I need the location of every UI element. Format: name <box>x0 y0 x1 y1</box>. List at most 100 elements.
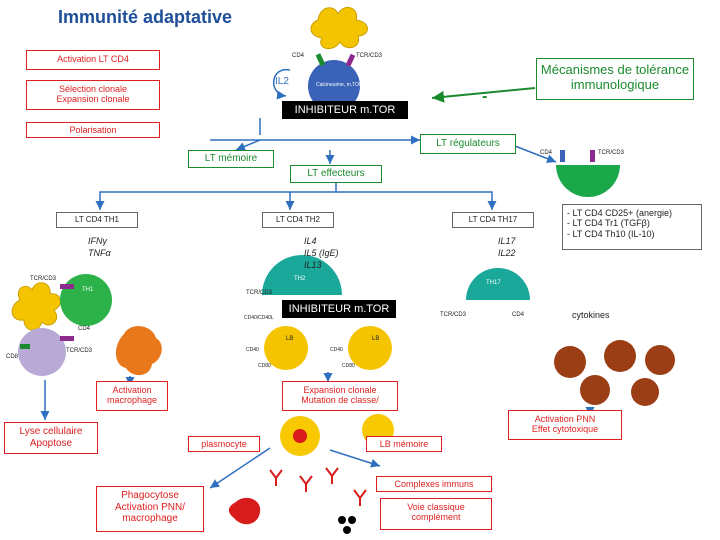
lt-effecteurs-box: LT effecteurs <box>290 165 382 183</box>
tolerance-line2: immunologique <box>570 76 660 92</box>
antibodies <box>269 467 367 506</box>
treg-line3: - LT CD4 Th10 (IL-10) <box>567 228 655 239</box>
cd40-a-label: CD40 <box>246 347 259 353</box>
lyse-line1: Lyse cellulaire <box>19 426 83 437</box>
plasmocyte-cell <box>280 416 320 456</box>
tcr-th17-label: TCR/CD3 <box>440 312 467 318</box>
tcr-top-label: TCR/CD3 <box>356 53 383 59</box>
phagocytose-box: Phagocytose Activation PNN/ macrophage <box>96 486 204 532</box>
polarisation-box: Polarisation <box>26 122 160 138</box>
treg-line1: - LT CD4 CD25+ (anergie) <box>567 208 672 218</box>
th2-cytokine-il13: IL13 <box>304 260 322 270</box>
activation-pnn-box: Activation PNN Effet cytotoxique <box>508 410 622 440</box>
tolerance-arrow <box>431 87 536 103</box>
complement-dots <box>338 516 356 534</box>
th1-label: LT CD4 TH1 <box>74 215 119 224</box>
phago-line2: Activation PNN/ <box>114 501 186 513</box>
activation-pnn-line1: Activation PNN <box>534 414 596 424</box>
phago-line1: Phagocytose <box>121 490 179 501</box>
cd40-b-label: CD40 <box>330 347 343 353</box>
treg-subtypes-box: - LT CD4 CD25+ (anergie) - LT CD4 Tr1 (T… <box>562 204 702 250</box>
minus-sign: - <box>482 88 488 105</box>
th17-label: LT CD4 TH17 <box>468 215 518 224</box>
voie-line2: complément <box>411 512 461 523</box>
complexes-label: Complexes immuns <box>394 479 474 489</box>
th2-label: LT CD4 TH2 <box>275 215 320 224</box>
lb-cell-1 <box>264 326 308 370</box>
lb2-label: LB <box>372 336 380 342</box>
lb-memoire-box: LB mémoire <box>366 436 442 452</box>
inhibiteur-mid-box: INHIBITEUR m.TOR <box>282 300 396 318</box>
lt-regulateurs-box: LT régulateurs <box>420 134 516 154</box>
top-cd4-cell <box>308 53 360 112</box>
activation-cd4-box: Activation LT CD4 <box>26 50 160 70</box>
phagocytosis-target <box>228 497 261 525</box>
th2-cytokine-il4: IL4 <box>304 236 317 246</box>
tolerance-line1: Mécanismes de tolérance <box>540 62 690 77</box>
plasmocyte-label: plasmocyte <box>201 439 247 449</box>
th17-cell-label: TH17 <box>486 280 501 286</box>
th17-cytokine-il17: IL17 <box>498 236 516 246</box>
th1-cell <box>60 274 112 326</box>
cd4-top-label: CD4 <box>292 53 305 59</box>
selection-line2: Expansion clonale <box>56 94 130 105</box>
inhibiteur-mid-label: INHIBITEUR m.TOR <box>288 303 390 315</box>
plasmocyte-box: plasmocyte <box>188 436 260 452</box>
th1-cell-label: TH1 <box>82 287 94 293</box>
complexes-box: Complexes immuns <box>376 476 492 492</box>
th2-cell-label: TH2 <box>294 276 306 282</box>
th1-cytokine-ifn: IFNγ <box>88 236 107 246</box>
voie-line1: Voie classique <box>407 502 465 512</box>
tcr-th2-label: TCR/CD3 <box>246 290 273 296</box>
lt-effecteurs-label: LT effecteurs <box>307 168 365 179</box>
expansion-clonale-box: Expansion clonale Mutation de classe/ <box>282 381 398 411</box>
macrophage-cell <box>115 326 162 376</box>
selection-clonale-box: Sélection clonale Expansion clonale <box>26 80 160 110</box>
cd80-b-label: CD80 <box>342 363 355 369</box>
th1-cytokine-tnf: TNFα <box>88 248 111 258</box>
cytokines-label: cytokines <box>572 310 610 320</box>
lb1-label: LB <box>286 336 294 342</box>
activation-macrophage-box: Activation macrophage <box>96 381 168 411</box>
activation-cd4-label: Activation LT CD4 <box>57 54 129 64</box>
th17-cell <box>466 268 530 300</box>
th2-box: LT CD4 TH2 <box>262 212 334 228</box>
cd4-treg-label: CD4 <box>540 150 553 156</box>
treg-line2: - LT CD4 Tr1 (TGFβ) <box>567 218 650 229</box>
activation-macro-line1: Activation <box>112 385 152 395</box>
th17-box: LT CD4 TH17 <box>452 212 534 228</box>
calcineurine-label: Calcineurine, m.TOR <box>316 82 363 88</box>
polarisation-label: Polarisation <box>69 125 117 135</box>
cd40-cd40l-label: CD40/CD40L <box>244 315 274 321</box>
tolerance-box: Mécanismes de tolérance immunologique <box>536 58 694 100</box>
cd4-left-label: CD4 <box>78 326 91 332</box>
tcr-treg-label: TCR/CD3 <box>598 150 625 156</box>
lb-cell-2 <box>348 326 392 370</box>
lyse-box: Lyse cellulaire Apoptose <box>4 422 98 454</box>
il2-label: IL2 <box>275 76 289 87</box>
th2-cytokine-il5: IL5 (IgE) <box>304 248 339 258</box>
left-apc-cell <box>11 282 61 331</box>
selection-line1: Sélection clonale <box>58 84 128 94</box>
pnn-cells <box>554 340 675 406</box>
page-title: Immunité adaptative <box>58 7 233 27</box>
th2-cell <box>262 255 342 295</box>
expansion-line2: Mutation de classe/ <box>301 395 379 406</box>
tcr-left-label: TCR/CD3 <box>30 276 57 282</box>
voie-classique-box: Voie classique complément <box>380 498 492 530</box>
lt-regulateurs-label: LT régulateurs <box>436 138 500 149</box>
il2-loop-arrow <box>272 69 291 100</box>
phago-line3: macrophage <box>122 513 178 524</box>
cd8-label: CD8 <box>6 354 19 360</box>
lt-memoire-label: LT mémoire <box>204 153 258 164</box>
activation-macro-line2: macrophage <box>106 395 158 406</box>
top-apc-cell <box>310 6 368 50</box>
inhibiteur-top-box: INHIBITEUR m.TOR <box>282 101 408 119</box>
th1-box: LT CD4 TH1 <box>56 212 138 228</box>
cd80-a-label: CD80 <box>258 363 271 369</box>
expansion-line1: Expansion clonale <box>303 385 377 395</box>
lb-memoire-label: LB mémoire <box>379 439 429 449</box>
cd8-cell <box>18 328 74 376</box>
treg-cell <box>556 150 620 197</box>
